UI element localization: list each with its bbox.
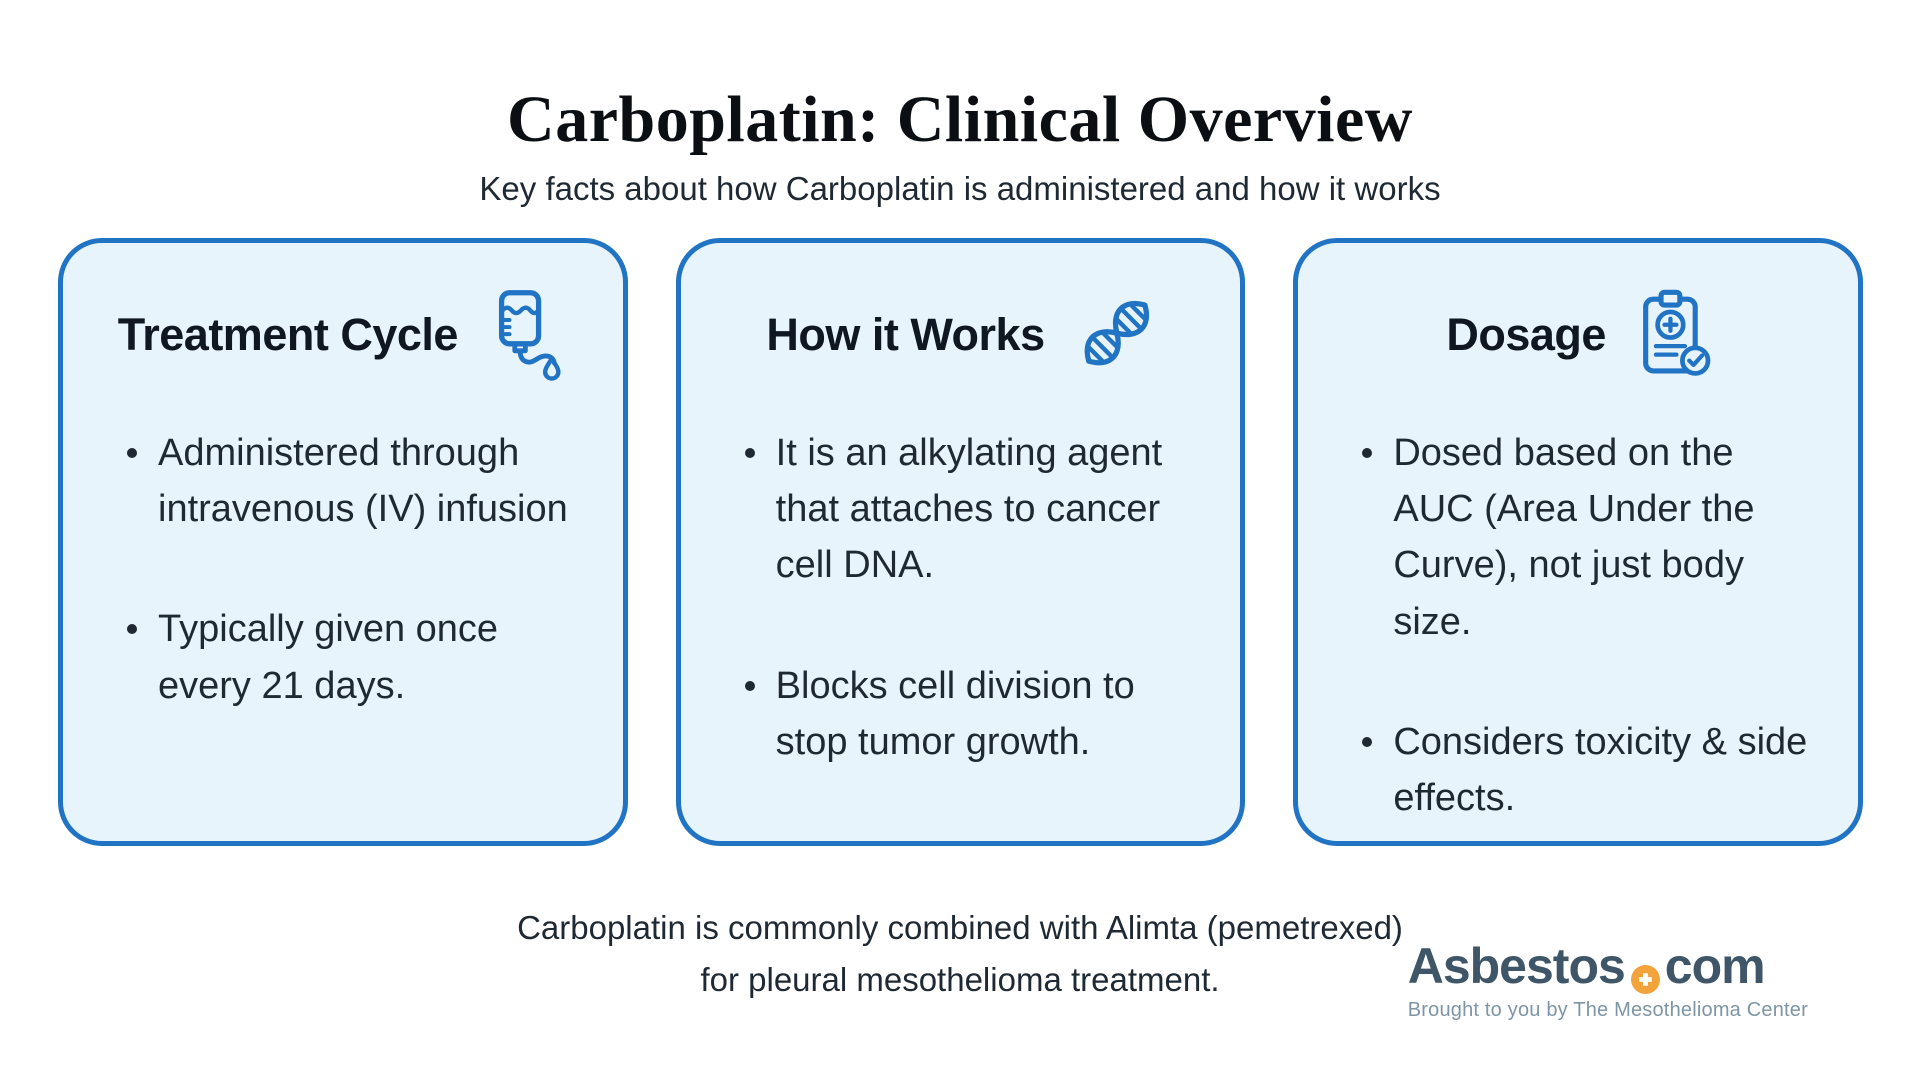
plus-circle-icon <box>1630 965 1660 994</box>
footer-note-line2: for pleural mesothelioma treatment. <box>700 961 1220 999</box>
bullet-item: Blocks cell division to stop tumor growt… <box>744 658 1193 770</box>
dna-helix-icon <box>1071 291 1159 379</box>
logo-suffix-text: com <box>1664 938 1766 994</box>
bullet-item: It is an alkylating agent that attaches … <box>744 425 1193 594</box>
bullet-item: Dosed based on the AUC (Area Under the C… <box>1362 425 1810 650</box>
dosage-clipboard-icon <box>1632 287 1714 383</box>
card-bullet-list: Dosed based on the AUC (Area Under the C… <box>1348 425 1812 826</box>
card-how-it-works-header: How it Works <box>731 287 1195 383</box>
asbestos-com-logo: Asbestos com Brought to you by The Mesot… <box>1408 941 1808 1022</box>
cards-row: Treatment Cycle Administered through int… <box>58 237 1864 846</box>
card-dosage: Dosage Dosed based on the AUC (Area Unde… <box>1293 237 1864 846</box>
logo-tagline: Brought to you by The Mesothelioma Cente… <box>1407 999 1808 1021</box>
bullet-item: Typically given once every 21 days. <box>127 601 575 713</box>
asbestos-com-wordmark: Asbestos com <box>1407 938 1808 994</box>
card-dosage-header: Dosage <box>1348 287 1812 383</box>
footer-note-line1: Carboplatin is commonly combined with Al… <box>517 908 1403 946</box>
bullet-item: Considers toxicity & side effects. <box>1362 714 1810 826</box>
card-title: Dosage <box>1446 308 1606 360</box>
page-title: Carboplatin: Clinical Overview <box>507 83 1413 156</box>
card-title: How it Works <box>766 308 1045 360</box>
card-title: Treatment Cycle <box>117 308 459 360</box>
card-how-it-works: How it Works It is an alkylating agent t… <box>675 237 1246 846</box>
card-bullet-list: It is an alkylating agent that attaches … <box>731 425 1195 770</box>
logo-brand-text: Asbestos <box>1407 938 1626 994</box>
card-bullet-list: Administered through intravenous (IV) in… <box>113 425 577 714</box>
page-subtitle: Key facts about how Carboplatin is admin… <box>479 169 1441 207</box>
bullet-item: Administered through intravenous (IV) in… <box>127 425 575 537</box>
card-treatment-cycle-header: Treatment Cycle <box>113 287 577 383</box>
footer-note: Carboplatin is commonly combined with Al… <box>0 902 1920 1006</box>
card-treatment-cycle: Treatment Cycle Administered through int… <box>58 237 628 846</box>
iv-drip-bag-icon <box>484 288 572 382</box>
